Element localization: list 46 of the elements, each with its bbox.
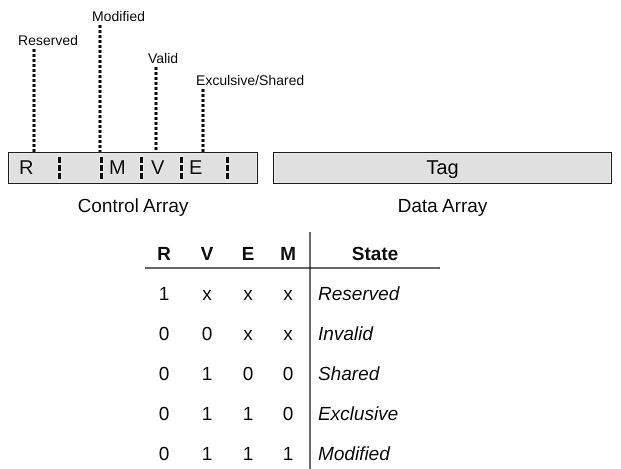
leader-line — [202, 89, 204, 152]
array-caption: Control Array — [78, 196, 188, 218]
leader-line — [98, 25, 102, 152]
table-value: x — [243, 284, 253, 306]
bit-name: Exculsive/Shared — [196, 72, 304, 88]
bit-name: Modified — [92, 8, 145, 24]
table-value: 0 — [282, 364, 294, 386]
state-name: Exclusive — [318, 404, 398, 426]
register-bar — [8, 152, 258, 184]
table-value: 1 — [158, 284, 170, 306]
bit-name: Reserved — [18, 32, 78, 48]
state-name: Invalid — [318, 324, 373, 346]
table-value: 0 — [158, 444, 170, 466]
table-value: 1 — [242, 444, 254, 466]
array-caption: Data Array — [398, 196, 488, 218]
column-header: V — [200, 244, 214, 266]
bit-field: V — [141, 153, 181, 183]
bit-name: Valid — [148, 50, 178, 66]
table-value: 1 — [202, 404, 212, 426]
table-value: 1 — [242, 404, 254, 426]
table-value: 0 — [242, 364, 254, 386]
field-bar: Tag — [273, 152, 612, 184]
table-value: x — [283, 284, 293, 306]
column-header: R — [157, 244, 171, 266]
leader-line — [154, 67, 158, 152]
column-header: M — [280, 244, 296, 266]
bit-field: R — [9, 153, 59, 183]
table-value: 0 — [158, 364, 170, 386]
table-value: x — [202, 284, 212, 306]
state-name: Modified — [318, 444, 390, 466]
table-value: x — [243, 324, 253, 346]
table-value: 0 — [158, 324, 170, 346]
table-value: 0 — [158, 404, 170, 426]
table-value: 1 — [202, 444, 212, 466]
bit-field: E — [181, 153, 227, 183]
table-value: 1 — [202, 364, 212, 386]
column-header: State — [352, 244, 398, 266]
state-name: Shared — [318, 364, 380, 386]
bit-field: M — [101, 153, 141, 183]
table-value: 0 — [282, 404, 294, 426]
table-value: 0 — [202, 324, 212, 346]
table-value: 1 — [282, 444, 294, 466]
leader-line — [32, 49, 36, 152]
column-header: E — [242, 244, 254, 266]
state-name: Reserved — [318, 284, 400, 306]
table-value: x — [283, 324, 293, 346]
